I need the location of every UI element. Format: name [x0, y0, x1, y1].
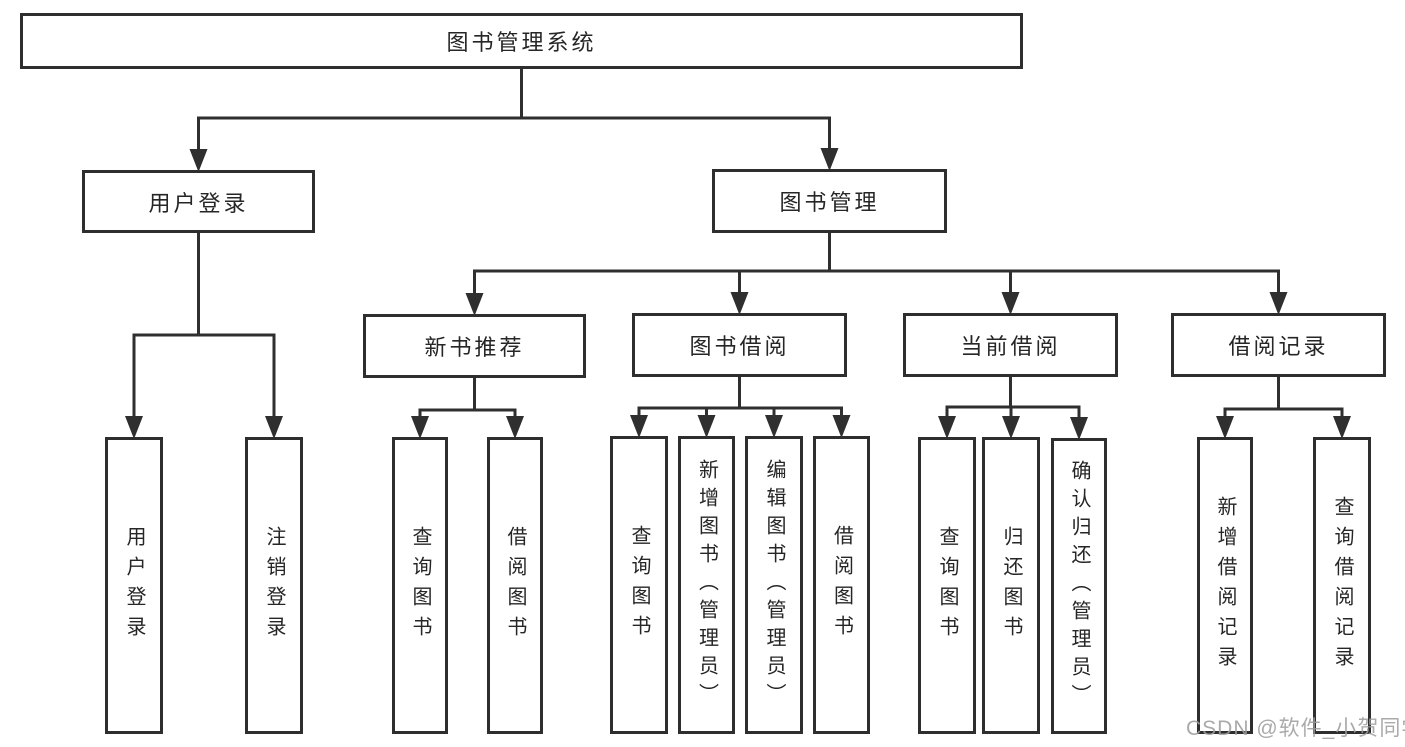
node-label: 注销登录	[263, 525, 285, 646]
node-book-borrow: 图书借阅	[632, 313, 847, 377]
node-label: 图书借阅	[689, 334, 790, 359]
node-current-return-book: 归还图书	[982, 437, 1040, 734]
node-label: 图书管理系统	[446, 30, 597, 55]
node-recommend-query-book: 查询图书	[392, 437, 448, 734]
node-borrow-edit-book-admin: 编辑图书（管理员）	[745, 436, 803, 734]
node-borrow-borrow-book: 借阅图书	[813, 436, 870, 734]
node-new-book-recommend: 新书推荐	[363, 314, 586, 378]
node-label: 借阅记录	[1228, 334, 1329, 359]
arrowhead-down-icon	[730, 292, 749, 315]
arrowhead-down-icon	[832, 415, 851, 438]
node-current-confirm-return-admin: 确认归还（管理员）	[1051, 438, 1107, 734]
arrowhead-down-icon	[506, 416, 524, 439]
node-label: 图书管理	[779, 190, 880, 215]
node-label: 查询图书	[936, 525, 958, 646]
node-user-login: 用户登录	[105, 437, 163, 734]
arrowhead-down-icon	[411, 416, 429, 439]
node-current-query-book: 查询图书	[918, 437, 976, 734]
node-label: 编辑图书（管理员）	[763, 459, 785, 711]
arrowhead-down-icon	[1002, 416, 1020, 439]
node-label: 借阅图书	[504, 525, 526, 646]
node-label: 查询图书	[628, 525, 650, 645]
node-borrow-add-book-admin: 新增图书（管理员）	[678, 436, 735, 734]
node-borrow-records: 借阅记录	[1171, 313, 1386, 377]
arrowhead-down-icon	[265, 416, 283, 439]
arrowhead-down-icon	[1070, 417, 1088, 440]
arrowhead-down-icon	[630, 415, 648, 438]
node-label: 确认归还（管理员）	[1068, 460, 1090, 712]
node-user-login-branch: 用户登录	[82, 170, 315, 233]
arrowhead-down-icon	[1001, 292, 1020, 315]
arrowhead-down-icon	[189, 149, 208, 172]
arrowhead-down-icon	[1269, 292, 1288, 315]
node-label: 归还图书	[1000, 525, 1022, 646]
arrowhead-down-icon	[820, 148, 839, 171]
arrowhead-down-icon	[938, 416, 956, 439]
node-book-management: 图书管理	[712, 169, 947, 233]
arrowhead-down-icon	[1333, 416, 1351, 439]
arrowhead-down-icon	[697, 415, 716, 438]
arrowhead-down-icon	[125, 416, 143, 439]
node-borrow-query-book: 查询图书	[610, 436, 668, 734]
node-label: 新增借阅记录	[1214, 495, 1236, 676]
node-label: 新书推荐	[424, 335, 525, 360]
node-label: 当前借阅	[960, 334, 1061, 359]
arrowhead-down-icon	[1216, 416, 1234, 439]
node-label: 借阅图书	[830, 525, 853, 645]
node-records-add-record: 新增借阅记录	[1197, 437, 1253, 734]
node-label: 用户登录	[148, 190, 249, 216]
csdn-watermark: CSDN @软件_小贺同学	[1186, 717, 1405, 740]
node-library-system: 图书管理系统	[20, 13, 1023, 69]
node-label: 查询借阅记录	[1331, 495, 1353, 676]
node-logout: 注销登录	[245, 437, 303, 734]
node-label: 新增图书（管理员）	[695, 459, 718, 711]
arrowhead-down-icon	[765, 415, 783, 438]
node-label: 查询图书	[409, 525, 431, 646]
node-recommend-borrow-book: 借阅图书	[487, 437, 543, 734]
node-current-borrow: 当前借阅	[903, 313, 1118, 377]
node-records-query-record: 查询借阅记录	[1313, 437, 1371, 734]
node-label: 用户登录	[123, 525, 145, 646]
arrowhead-down-icon	[465, 293, 484, 316]
